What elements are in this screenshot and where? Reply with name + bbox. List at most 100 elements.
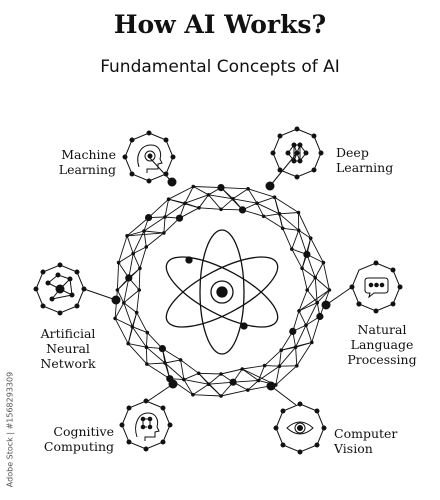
- network-node: [303, 250, 311, 258]
- network-edge: [310, 237, 324, 263]
- network-edge: [241, 368, 259, 381]
- label-artificial-neural-network: Artificial Neural Network: [40, 326, 96, 371]
- network-node: [289, 327, 297, 335]
- network-edge: [164, 199, 170, 218]
- network-edge: [193, 186, 222, 189]
- network-node: [145, 330, 150, 335]
- network-edge: [180, 359, 185, 380]
- stock-id-text: Adobe Stock | #1568293309: [5, 371, 15, 488]
- network-edge: [114, 302, 125, 319]
- network-edge: [279, 212, 299, 215]
- network-edge: [123, 302, 137, 313]
- network-edge: [279, 213, 299, 231]
- network-node: [158, 345, 166, 353]
- network-edge: [138, 268, 141, 291]
- connector-line: [270, 385, 297, 406]
- network-edge: [275, 366, 280, 385]
- network-edge: [306, 254, 316, 278]
- network-node: [295, 364, 299, 368]
- network-edge: [193, 186, 209, 196]
- network-edge: [305, 302, 318, 326]
- network-node: [125, 234, 129, 238]
- network-edge: [298, 289, 308, 312]
- label-computer-vision: Computer Vision: [334, 426, 398, 456]
- network-edge: [127, 232, 164, 237]
- network-node: [231, 197, 235, 201]
- network-edge: [146, 362, 166, 365]
- network-edge: [232, 198, 258, 204]
- diagram-title: How AI Works?: [113, 10, 327, 39]
- machine-learning-icon: [122, 130, 176, 184]
- network-edge: [263, 215, 283, 229]
- hub-node: [168, 379, 178, 389]
- network-node: [296, 210, 301, 215]
- network-node: [277, 364, 282, 369]
- network-edge: [123, 289, 140, 304]
- network-node: [163, 361, 167, 365]
- connector-lines: [83, 152, 353, 406]
- network-edge: [118, 253, 134, 263]
- network-edge: [139, 246, 147, 269]
- network-edge: [208, 194, 222, 210]
- network-node: [217, 184, 225, 192]
- network-edge: [136, 289, 140, 313]
- network-node: [126, 341, 130, 346]
- network-node: [163, 215, 167, 219]
- network-edge: [247, 380, 259, 391]
- network-node: [290, 247, 294, 251]
- network-edge: [145, 332, 148, 348]
- connector-line: [83, 288, 117, 301]
- network-edge: [184, 194, 209, 204]
- network-edge: [198, 372, 222, 375]
- network-edge: [301, 268, 308, 291]
- network-node: [315, 300, 320, 305]
- connector-line: [148, 156, 173, 183]
- network-edge: [291, 230, 300, 250]
- network-edge: [192, 394, 222, 397]
- network-node: [115, 288, 120, 292]
- network-node: [297, 309, 301, 313]
- network-node: [246, 388, 250, 392]
- network-edge: [164, 202, 186, 218]
- network-edge: [220, 198, 234, 210]
- network-node: [144, 345, 149, 350]
- network-node: [131, 251, 135, 256]
- network-node: [191, 392, 195, 397]
- network-node: [178, 358, 183, 362]
- network-edge: [220, 368, 243, 375]
- label-machine-learning: Machine Learning: [58, 147, 116, 177]
- connector-line: [147, 383, 174, 402]
- network-node: [316, 312, 324, 321]
- hub-node: [167, 177, 177, 187]
- network-edge: [168, 186, 194, 200]
- network-edge: [146, 363, 171, 380]
- network-edge: [296, 342, 313, 367]
- network-node: [196, 371, 201, 376]
- network-node: [144, 245, 149, 249]
- network-edge: [184, 186, 194, 204]
- network-node: [246, 187, 250, 191]
- network-edge: [264, 349, 282, 366]
- network-edge: [183, 379, 194, 395]
- network-node: [219, 207, 223, 212]
- network-node: [142, 229, 146, 233]
- network-edge: [123, 302, 133, 327]
- network-edge: [298, 302, 318, 312]
- network-edge: [114, 318, 129, 344]
- network-edge: [298, 310, 307, 326]
- network-edge: [163, 216, 166, 233]
- network-edge: [298, 230, 308, 255]
- network-edge: [164, 362, 185, 380]
- network-edge: [126, 230, 145, 237]
- label-natural-language-processing: Natural Language Processing: [347, 322, 417, 367]
- network-edge: [143, 216, 166, 232]
- network-edge: [311, 316, 321, 343]
- network-edge: [263, 213, 280, 217]
- network-node: [308, 236, 313, 240]
- diagram-subtitle: Fundamental Concepts of AI: [100, 57, 340, 77]
- network-edge: [132, 326, 148, 334]
- hub-node: [266, 381, 276, 391]
- network-edge: [148, 198, 169, 218]
- network-edge: [314, 262, 324, 278]
- network-edge: [131, 326, 147, 348]
